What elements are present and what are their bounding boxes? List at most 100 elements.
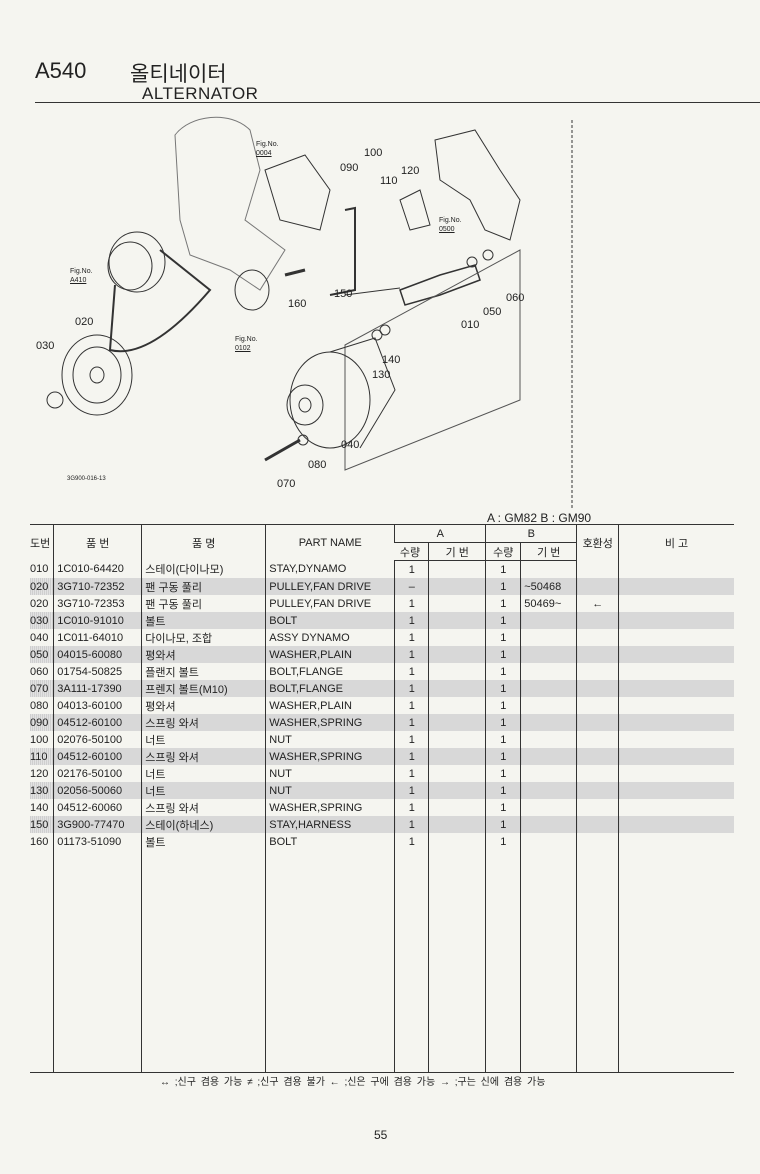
- cell-b-sn: [520, 833, 577, 850]
- cell-b-qty: 1: [485, 663, 521, 680]
- col-header-part-no: 품 번: [53, 524, 142, 561]
- cell-b-sn: [520, 646, 577, 663]
- cell-remarks: [618, 833, 734, 850]
- cell-kr: 너트: [141, 765, 266, 782]
- cell-b-qty: 1: [485, 714, 521, 731]
- cell-en: NUT: [265, 782, 395, 799]
- filler-cell: [520, 850, 577, 1073]
- cell-no: 010: [30, 563, 49, 576]
- fig-ref-0102[interactable]: Fig.No.0102: [235, 336, 258, 352]
- cell-a-sn: [428, 799, 486, 816]
- callout-010: 010: [461, 319, 480, 331]
- filler-cell: [394, 850, 429, 1073]
- cell-part: 01173-51090: [53, 833, 142, 850]
- fig-ref-0004[interactable]: Fig.No.0004: [256, 141, 279, 157]
- cell-a-sn: [428, 816, 486, 833]
- cell-a-qty: 1: [394, 714, 429, 731]
- section-title-english: ALTERNATOR: [142, 84, 259, 103]
- cell-compat: ←: [576, 595, 619, 612]
- filler-cell: [618, 850, 734, 1073]
- cell-en: ASSY DYNAMO: [265, 629, 395, 646]
- cell-a-sn: [428, 748, 486, 765]
- cell-no: 060: [30, 665, 49, 678]
- callout-150: 150: [334, 288, 353, 300]
- crank-hub: [234, 269, 270, 311]
- pulley-bolt: [46, 391, 64, 409]
- assy-box: [344, 249, 521, 471]
- callout-140: 140: [382, 354, 401, 366]
- fig-ref-0500[interactable]: Fig.No.0500: [439, 217, 462, 233]
- cell-part: 04013-60100: [53, 697, 142, 714]
- cell-en: BOLT: [265, 612, 395, 629]
- cell-a-sn: [428, 731, 486, 748]
- bracket: [264, 154, 331, 231]
- cell-a-qty: –: [394, 578, 429, 595]
- model-key: A : GM82 B : GM90: [487, 511, 592, 525]
- cell-kr: 스프링 와셔: [141, 714, 266, 731]
- wire-clips: [399, 189, 431, 231]
- col-header-a: A: [394, 524, 486, 543]
- cell-kr: 너트: [141, 782, 266, 799]
- cell-no: 030: [30, 612, 54, 629]
- cell-remarks: [618, 663, 734, 680]
- cell-compat: [576, 663, 619, 680]
- cell-remarks: [618, 629, 734, 646]
- callout-040: 040: [341, 439, 360, 451]
- fan-belt: [108, 249, 212, 353]
- cell-a-qty: 1: [394, 680, 429, 697]
- col-header-remarks: 비 고: [618, 524, 734, 561]
- callout-160: 160: [288, 298, 307, 310]
- cell-compat: [576, 578, 619, 595]
- filler-cell: [265, 850, 395, 1073]
- cell-no: 140: [30, 801, 49, 814]
- cell-en: STAY,DYNAMO: [265, 560, 395, 578]
- cell-kr: 평와셔: [141, 697, 266, 714]
- callout-110: 110: [380, 175, 398, 187]
- callout-030: 030: [36, 340, 55, 352]
- cell-no: 050: [30, 646, 54, 663]
- cell-part: 02076-50100: [53, 731, 142, 748]
- cell-b-sn: [520, 680, 577, 697]
- callout-050: 050: [483, 306, 502, 318]
- cell-part: 01754-50825: [53, 663, 142, 680]
- filler-cell: [141, 850, 266, 1073]
- cell-a-sn: [428, 714, 486, 731]
- cell-a-qty: 1: [394, 560, 429, 578]
- cell-b-qty: 1: [485, 612, 521, 629]
- callout-060: 060: [506, 292, 525, 304]
- cell-b-qty: 1: [485, 782, 521, 799]
- cell-no: 100: [30, 733, 49, 746]
- cell-part: 3A111-17390: [53, 680, 142, 697]
- long-bolt: [264, 438, 301, 462]
- cell-a-qty: 1: [394, 697, 429, 714]
- cell-part: 1C010-91010: [53, 612, 142, 629]
- cell-b-sn: [520, 697, 577, 714]
- adjust-stay: [399, 264, 481, 306]
- cell-part: 1C010-64420: [53, 560, 142, 578]
- cell-part: 1C011-64010: [53, 629, 142, 646]
- cell-no: 070: [30, 680, 54, 697]
- callout-070: 070: [277, 478, 296, 490]
- cell-en: BOLT,FLANGE: [265, 663, 395, 680]
- cell-compat: [576, 697, 619, 714]
- page-number: 55: [374, 1128, 388, 1142]
- alternator: [289, 351, 371, 449]
- col-header-name-kr: 품 명: [141, 524, 266, 561]
- cell-b-qty: 1: [485, 595, 521, 612]
- cell-remarks: [618, 799, 734, 816]
- filler-cell: [53, 850, 142, 1073]
- cell-b-sn: [520, 782, 577, 799]
- cell-a-qty: 1: [394, 765, 429, 782]
- cell-a-sn: [428, 833, 486, 850]
- callout-100: 100: [364, 147, 383, 159]
- fig-ref-A410[interactable]: Fig.No.A410: [70, 268, 93, 284]
- cell-kr: 프렌지 볼트(M10): [141, 680, 266, 697]
- parts-table: 도번 품 번 품 명 PART NAME A B 호환성 비 고 수량 기 번 …: [30, 524, 734, 1073]
